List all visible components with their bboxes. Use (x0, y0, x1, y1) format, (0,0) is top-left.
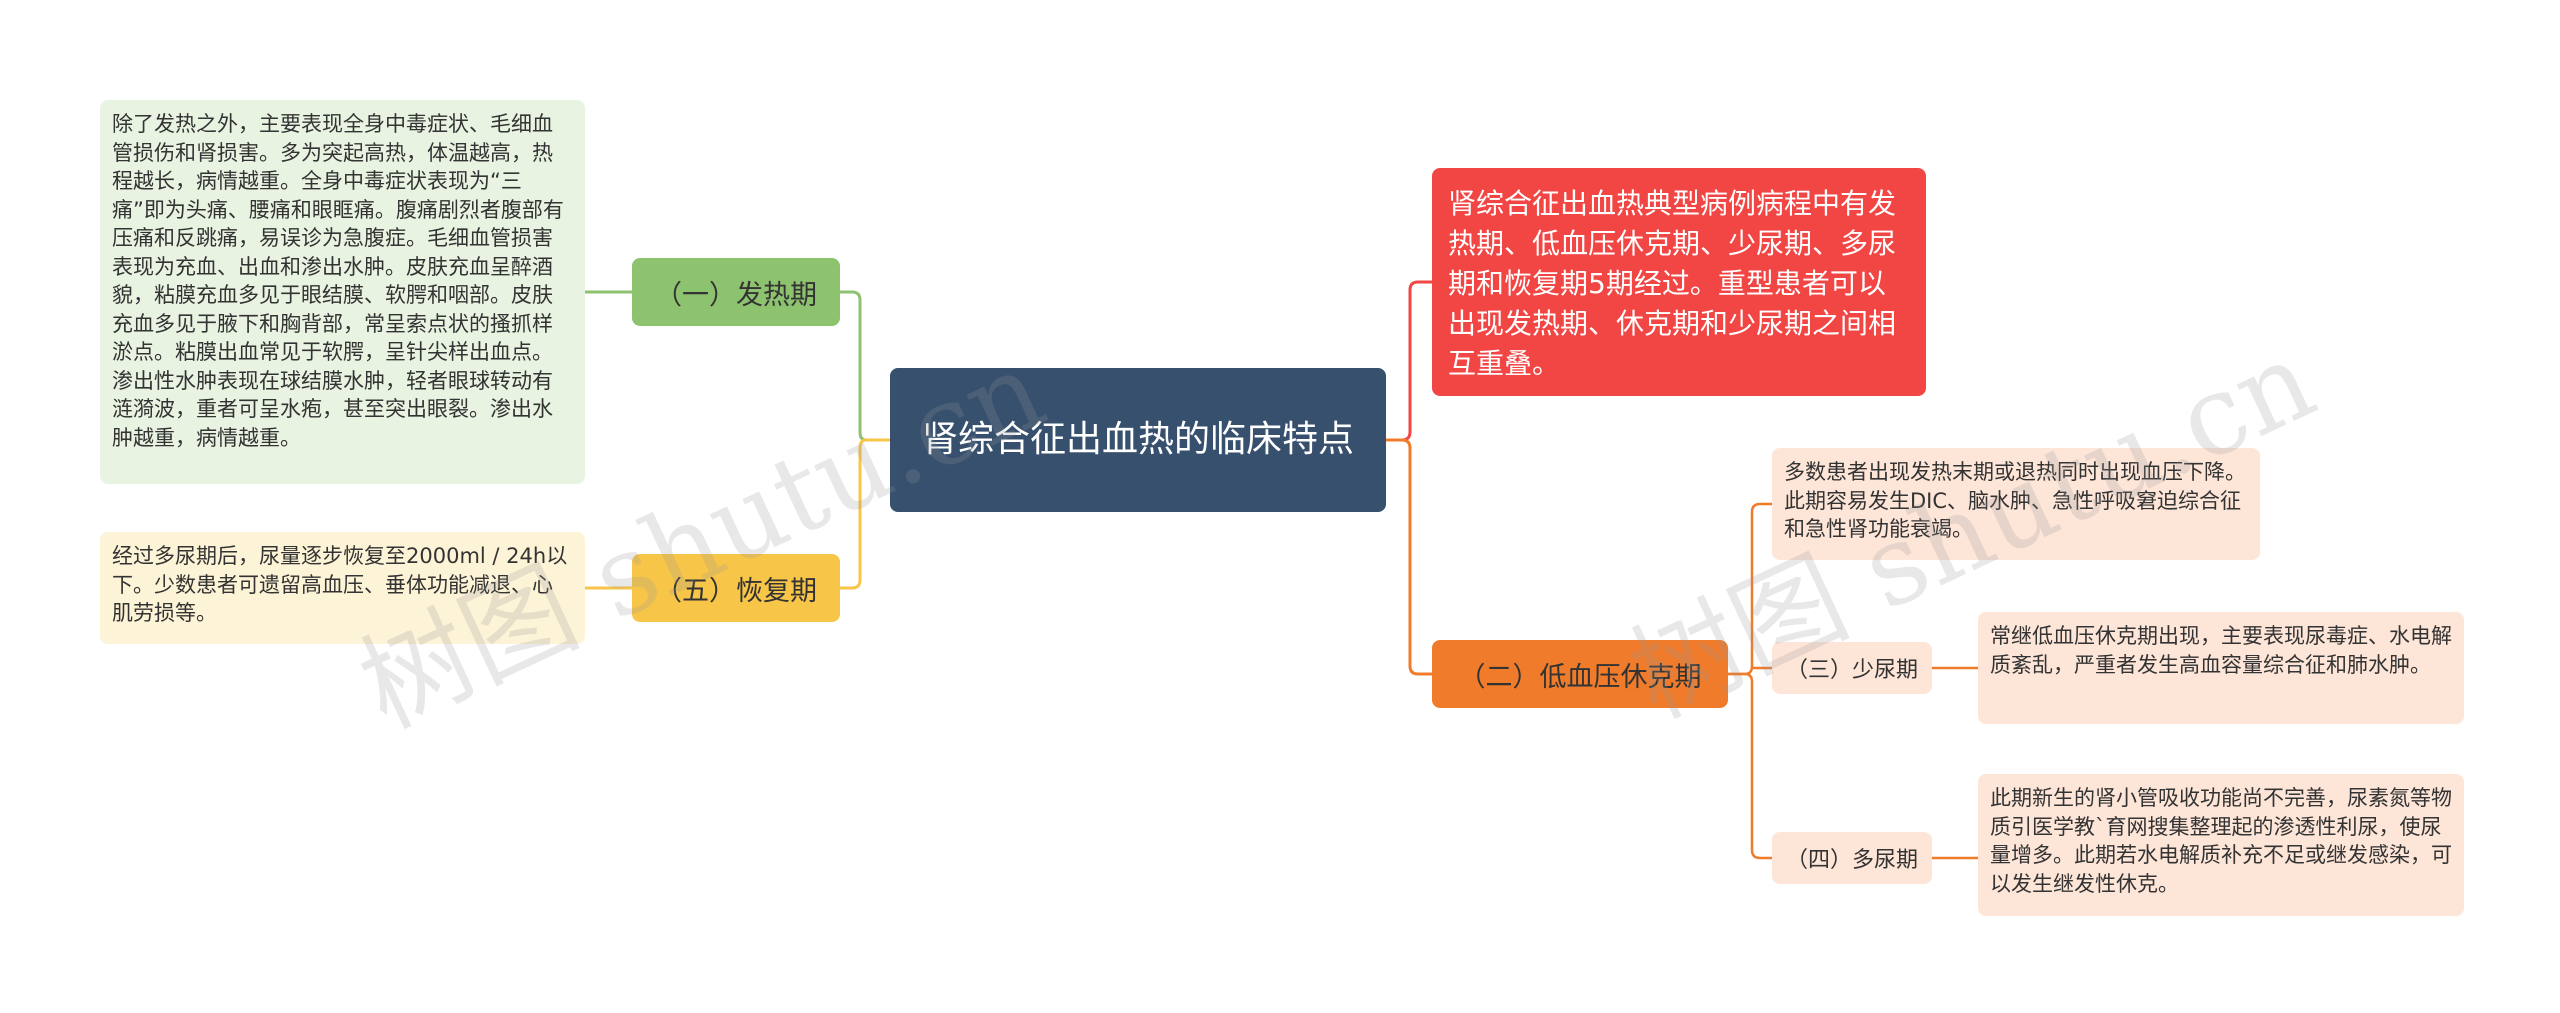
central-topic-label: 肾综合征出血热的临床特点 (921, 419, 1354, 460)
note-recovery[interactable]: 经过多尿期后，尿量逐步恢复至2000ml / 24h以下。少数患者可遗留高血压、… (100, 532, 585, 644)
note-oliguria[interactable]: 常继低血压休克期出现，主要表现尿毒症、水电解质紊乱，严重者发生高血容量综合征和肺… (1978, 612, 2464, 724)
note-polyuria[interactable]: 此期新生的肾小管吸收功能尚不完善，尿素氮等物质引医学教`育网搜集整理起的渗透性利… (1978, 774, 2464, 916)
note-oliguria-text: 常继低血压休克期出现，主要表现尿毒症、水电解质紊乱，严重者发生高血容量综合征和肺… (1990, 624, 2452, 677)
central-topic[interactable]: 肾综合征出血热的临床特点 (890, 368, 1386, 512)
branch-recovery-label: （五）恢复期 (655, 575, 817, 607)
branch-oliguria-label: （三）少尿期 (1785, 658, 1918, 683)
branch-shock-label: （二）低血压休克期 (1458, 661, 1702, 693)
branch-polyuria[interactable]: （四）多尿期 (1772, 832, 1932, 884)
connector-center-shock (1386, 438, 1432, 676)
note-shock-text: 多数患者出现发热末期或退热同时出现血压下降。此期容易发生DIC、脑水肿、急性呼吸… (1784, 460, 2246, 541)
connector-shock-polyuria (1728, 672, 1772, 860)
branch-oliguria[interactable]: （三）少尿期 (1772, 642, 1932, 694)
note-fever-text: 除了发热之外，主要表现全身中毒症状、毛细血管损伤和肾损害。多为突起高热，体温越高… (112, 112, 564, 450)
note-fever[interactable]: 除了发热之外，主要表现全身中毒症状、毛细血管损伤和肾损害。多为突起高热，体温越高… (100, 100, 585, 484)
note-recovery-text: 经过多尿期后，尿量逐步恢复至2000ml / 24h以下。少数患者可遗留高血压、… (112, 544, 568, 625)
note-overview[interactable]: 肾综合征出血热典型病例病程中有发热期、低血压休克期、少尿期、多尿期和恢复期5期经… (1432, 168, 1926, 396)
branch-polyuria-label: （四）多尿期 (1785, 848, 1918, 873)
branch-fever-label: （一）发热期 (655, 279, 817, 311)
branch-recovery[interactable]: （五）恢复期 (632, 554, 840, 622)
connector-center-recovery (840, 438, 890, 590)
note-shock[interactable]: 多数患者出现发热末期或退热同时出现血压下降。此期容易发生DIC、脑水肿、急性呼吸… (1772, 448, 2260, 560)
branch-shock[interactable]: （二）低血压休克期 (1432, 640, 1728, 708)
note-overview-text: 肾综合征出血热典型病例病程中有发热期、低血压休克期、少尿期、多尿期和恢复期5期经… (1448, 187, 1897, 380)
connector-center-overview (1386, 280, 1432, 442)
branch-fever[interactable]: （一）发热期 (632, 258, 840, 326)
note-polyuria-text: 此期新生的肾小管吸收功能尚不完善，尿素氮等物质引医学教`育网搜集整理起的渗透性利… (1990, 786, 2452, 896)
